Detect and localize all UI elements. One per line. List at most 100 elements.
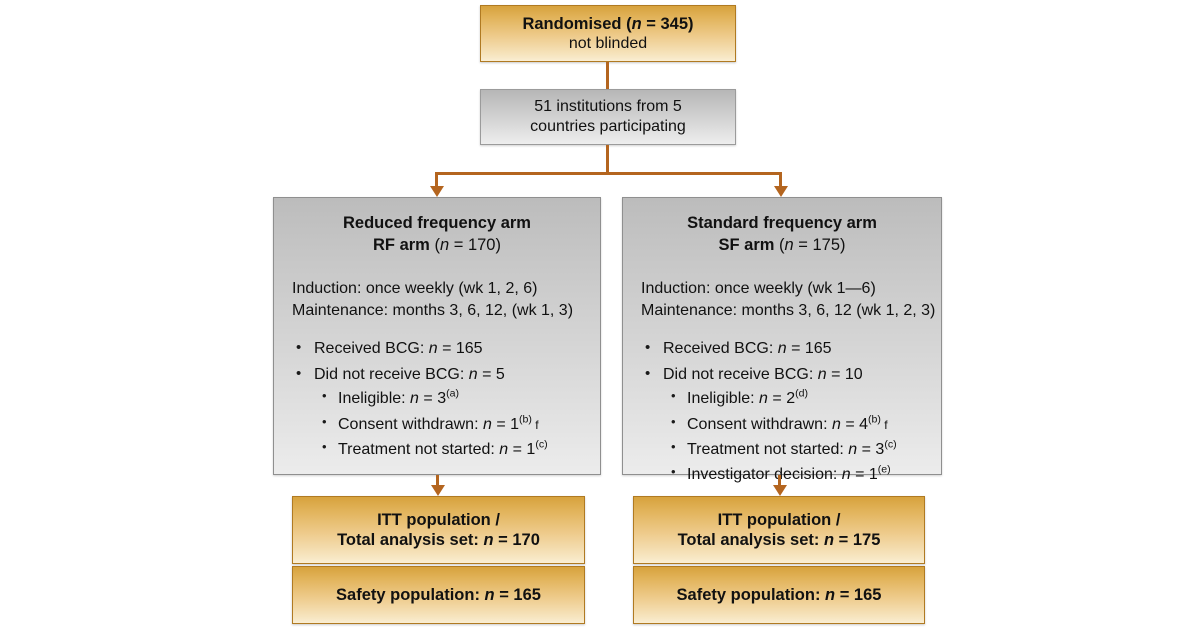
randomised-count: = 345) [641,14,694,33]
arrowhead-to-rf-arm [429,186,444,197]
list-item: Consent withdrawn: n = 4(b) f [663,413,941,436]
rf-arm-heading: Reduced frequency arm RF arm (n = 170) [274,198,600,256]
rf-received-bcg-n-symbol: n [428,340,438,358]
rf-received-bcg-value: = 165 [437,340,483,358]
sf-consent-withdrawn-label: Consent withdrawn: [687,415,832,433]
sf-arm-box: Standard frequency arm SF arm (n = 175) … [622,197,942,483]
sf-safety-value: = 165 [835,585,882,604]
connector-split-stem [606,145,609,174]
rf-consent-withdrawn-footnote: (b) [519,413,532,426]
rf-arm-induction: Induction: once weekly (wk 1, 2, 6) [292,280,538,298]
sf-consent-withdrawn-value: = 4 [840,415,869,433]
sf-arm-bullets: Received BCG: n = 165 Did not receive BC… [641,337,941,487]
connector-split-left-drop [435,172,438,188]
rf-not-received-bcg-value: = 5 [477,365,505,383]
list-item: Consent withdrawn: n = 1(b) f [314,413,600,436]
rf-consent-withdrawn-value: = 1 [491,415,520,433]
sf-safety-label: Safety population: [676,585,826,604]
arrowhead-to-sf-itt [772,485,787,496]
sf-treatment-not-started-label: Treatment not started: [687,440,849,458]
sf-treatment-not-started-n-symbol: n [848,440,858,458]
sf-safety-line: Safety population: n = 165 [677,585,882,605]
connector-split-right-drop [779,172,782,188]
rf-safety-line: Safety population: n = 165 [336,585,541,605]
sf-arm-sub-bullets: Ineligible: n = 2(d) Consent withdrawn: … [663,387,941,487]
rf-arm-count: = 170) [449,236,501,255]
sf-arm-count: = 175) [793,236,846,255]
rf-consent-withdrawn-trail: f [531,417,539,432]
sf-arm-schedule: Induction: once weekly (wk 1—6) Maintena… [623,256,941,322]
arrowhead-to-rf-itt [430,485,445,496]
sf-arm-n-symbol: n [784,236,794,255]
rf-treatment-not-started-n-symbol: n [499,440,509,458]
rf-consent-withdrawn-n-symbol: n [482,415,492,433]
sf-not-received-bcg-value: = 10 [826,365,863,383]
randomised-line-1: Randomised (n = 345) [522,14,693,34]
list-item: Received BCG: n = 165 [641,337,941,360]
connector-rf-arm-to-itt [436,475,439,486]
rf-arm-schedule: Induction: once weekly (wk 1, 2, 6) Main… [274,256,600,322]
sf-arm-short-name: SF arm [718,236,775,255]
rf-itt-line-1: ITT population / [377,510,500,529]
rf-safety-box: Safety population: n = 165 [292,566,585,624]
sf-investigator-decision-value: = 1 [850,466,878,484]
rf-arm-maintenance: Maintenance: months 3, 6, 12, (wk 1, 3) [292,302,574,320]
sf-received-bcg-n-symbol: n [777,340,787,358]
rf-arm-disposition-list: Received BCG: n = 165 Did not receive BC… [274,322,600,464]
sf-arm-disposition-list: Received BCG: n = 165 Did not receive BC… [623,322,941,489]
randomised-label: Randomised ( [522,14,632,33]
list-item: Ineligible: n = 2(d) [663,387,941,410]
rf-arm-short-name: RF arm [373,236,430,255]
rf-ineligible-value: = 3 [418,390,447,408]
sf-treatment-not-started-footnote: (c) [884,438,897,451]
connector-randomised-to-institutions [606,62,609,89]
sf-received-bcg-value: = 165 [786,340,832,358]
rf-itt-value: = 170 [493,531,540,549]
sf-itt-box: ITT population / Total analysis set: n =… [633,496,925,564]
rf-arm-heading-line-1: Reduced frequency arm [343,214,531,232]
rf-received-bcg-label: Received BCG: [314,340,429,358]
randomised-box: Randomised (n = 345) not blinded [480,5,736,62]
rf-safety-label: Safety population: [336,585,485,604]
list-item: Treatment not started: n = 3(c) [663,438,941,461]
rf-safety-value: = 165 [494,585,541,604]
randomised-n-symbol: n [631,14,642,33]
list-item: Did not receive BCG: n = 5 Ineligible: n… [292,363,600,462]
institutions-box: 51 institutions from 5 countries partici… [480,89,736,145]
sf-itt-line-2: Total analysis set: n = 175 [678,530,881,550]
rf-arm-bullets: Received BCG: n = 165 Did not receive BC… [292,337,600,462]
rf-arm-box: Reduced frequency arm RF arm (n = 170) I… [273,197,601,475]
rf-treatment-not-started-footnote: (c) [535,438,548,451]
sf-consent-withdrawn-footnote: (b) [868,413,881,426]
sf-arm-heading-line-2: SF arm (n = 175) [718,236,846,255]
rf-safety-n-symbol: n [484,585,495,604]
rf-arm-heading-line-2: RF arm (n = 170) [373,236,501,255]
sf-received-bcg-label: Received BCG: [663,340,778,358]
sf-treatment-not-started-value: = 3 [857,440,885,458]
sf-ineligible-n-symbol: n [759,390,768,408]
rf-itt-line-2: Total analysis set: n = 170 [337,530,540,550]
sf-itt-n-symbol: n [823,531,835,549]
connector-sf-arm-to-itt [778,475,781,486]
rf-not-received-bcg-label: Did not receive BCG: [314,365,469,383]
sf-ineligible-value: = 2 [767,390,796,408]
rf-itt-box: ITT population / Total analysis set: n =… [292,496,585,564]
sf-arm-maintenance: Maintenance: months 3, 6, 12 (wk 1, 2, 3… [641,302,936,320]
rf-consent-withdrawn-label: Consent withdrawn: [338,415,483,433]
rf-ineligible-label: Ineligible: [338,390,411,408]
list-item: Received BCG: n = 165 [292,337,600,360]
sf-ineligible-label: Ineligible: [687,390,760,408]
institutions-line-1: 51 institutions from 5 [534,98,682,116]
rf-itt-label: Total analysis set: [337,531,484,549]
sf-not-received-bcg-label: Did not receive BCG: [663,365,818,383]
sf-arm-heading-line-1: Standard frequency arm [687,214,877,232]
list-item: Did not receive BCG: n = 10 Ineligible: … [641,363,941,487]
rf-ineligible-footnote: (a) [446,387,459,400]
rf-arm-sub-bullets: Ineligible: n = 3(a) Consent withdrawn: … [314,387,600,461]
sf-consent-withdrawn-n-symbol: n [831,415,841,433]
rf-treatment-not-started-label: Treatment not started: [338,440,500,458]
sf-safety-n-symbol: n [825,585,836,604]
list-item: Ineligible: n = 3(a) [314,387,600,410]
sf-not-received-bcg-n-symbol: n [817,365,827,383]
arrowhead-to-sf-arm [773,186,788,197]
